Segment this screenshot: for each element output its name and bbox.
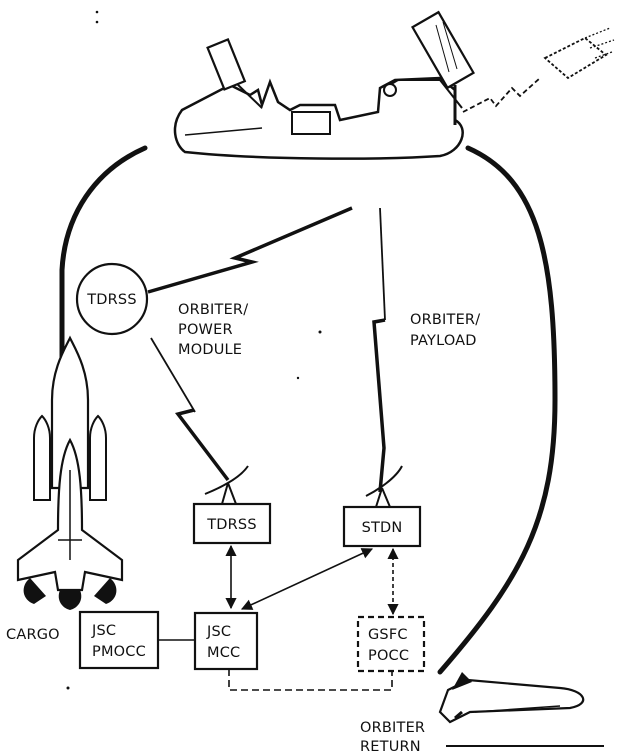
rf-links [147,206,386,493]
stdn-ground-antenna-icon [365,465,403,508]
orbiter-return-label: ORBITER RETURN [360,720,425,755]
svg-text:JSC: JSC [206,624,231,640]
jsc-mcc-box: JSC MCC [193,611,259,671]
svg-text:ORBITER/: ORBITER/ [410,312,480,328]
svg-text:MCC: MCC [207,645,240,661]
gsfc-pocc-box: GSFC POCC [356,615,426,673]
tdrss-satellite-label: TDRSS [86,292,137,308]
mcc-pocc-dashed-link [228,669,393,691]
svg-text:POWER: POWER [178,322,233,338]
svg-text:MODULE: MODULE [178,342,242,358]
tdrss-ground-station-box: TDRSS [192,502,272,545]
svg-text:PAYLOAD: PAYLOAD [410,333,477,349]
svg-text:ORBITER/: ORBITER/ [178,302,248,318]
svg-text:PMOCC: PMOCC [92,644,146,660]
cargo-label: CARGO [6,627,60,643]
shuttle-launch-icon [16,335,124,610]
tdrss-ground-antenna-icon [204,465,249,505]
svg-text:GSFC: GSFC [368,627,408,643]
retrieved-satellite-icon [462,27,615,113]
svg-text:ORBITER: ORBITER [360,720,425,736]
orbiter-in-orbit-icon [173,10,475,160]
tdrss-satellite-node: TDRSS [75,262,149,336]
tdrss-ground-label: TDRSS [206,517,257,533]
trajectory-arcs [59,145,558,675]
stray-marks [66,10,322,690]
link-label-orbiter-power-module: ORBITER/ POWER MODULE [178,302,248,358]
returning-orbiter-icon [438,672,585,724]
data-flow-arrows [225,544,399,616]
jsc-pmocc-box: JSC PMOCC [78,610,160,670]
svg-text:POCC: POCC [368,648,409,664]
stdn-label: STDN [362,520,403,536]
link-label-orbiter-payload: ORBITER/ PAYLOAD [410,312,480,349]
svg-text:RETURN: RETURN [360,739,421,755]
svg-text:JSC: JSC [91,623,116,639]
stdn-box: STDN [342,505,422,548]
